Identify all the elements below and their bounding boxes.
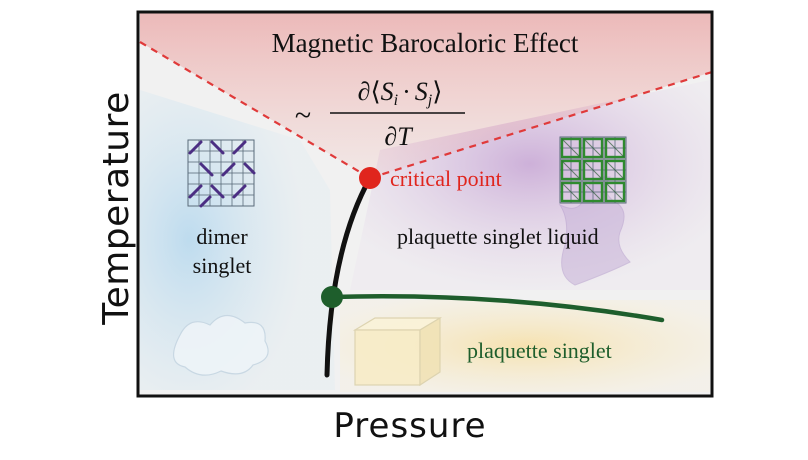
numerator-s-i: S (381, 77, 394, 106)
ice-cube-icon (352, 316, 443, 387)
transition-point-marker (321, 286, 343, 308)
diagram-title: Magnetic Barocaloric Effect (272, 28, 579, 58)
plot-frame (136, 10, 714, 398)
liquid-region (350, 80, 710, 290)
x-axis-label: Pressure (333, 406, 487, 446)
critical-fan-region (140, 12, 712, 178)
y-axis-label: Temperature (96, 91, 137, 325)
formula: ~ ∂⟨Si·Sj⟩ ∂T (295, 77, 465, 151)
numerator-open: ⟨ (370, 77, 380, 106)
numerator-dot: · (402, 77, 411, 106)
plaquette-singlet-label: plaquette singlet (467, 338, 612, 363)
dimer-label-line1: dimer (196, 224, 248, 249)
critical-point-marker (359, 167, 381, 189)
formula-numerator: ∂⟨Si·Sj⟩ (358, 77, 443, 109)
dimer-lattice-icon (187, 139, 256, 208)
fan-line-left (139, 41, 371, 179)
plaquette-transition-curve (329, 293, 665, 323)
numerator-s-j: S (415, 77, 428, 106)
numerator-close: ⟩ (432, 77, 442, 106)
critical-point-label: critical point (390, 166, 502, 191)
dimer-label-line2: singlet (193, 253, 252, 278)
cloud-icon (173, 314, 269, 376)
numerator-partial: ∂ (358, 77, 371, 106)
formula-denominator: ∂T (384, 122, 413, 151)
plaquette-liquid-label: plaquette singlet liquid (397, 224, 599, 249)
phase-boundary-curve (324, 175, 373, 378)
numerator-sub-i: i (394, 92, 398, 109)
plaquette-lattice-icon (559, 136, 627, 204)
formula-prefix: ~ (295, 99, 311, 132)
numerator-sub-j: j (426, 92, 433, 109)
phase-regions (138, 12, 712, 396)
